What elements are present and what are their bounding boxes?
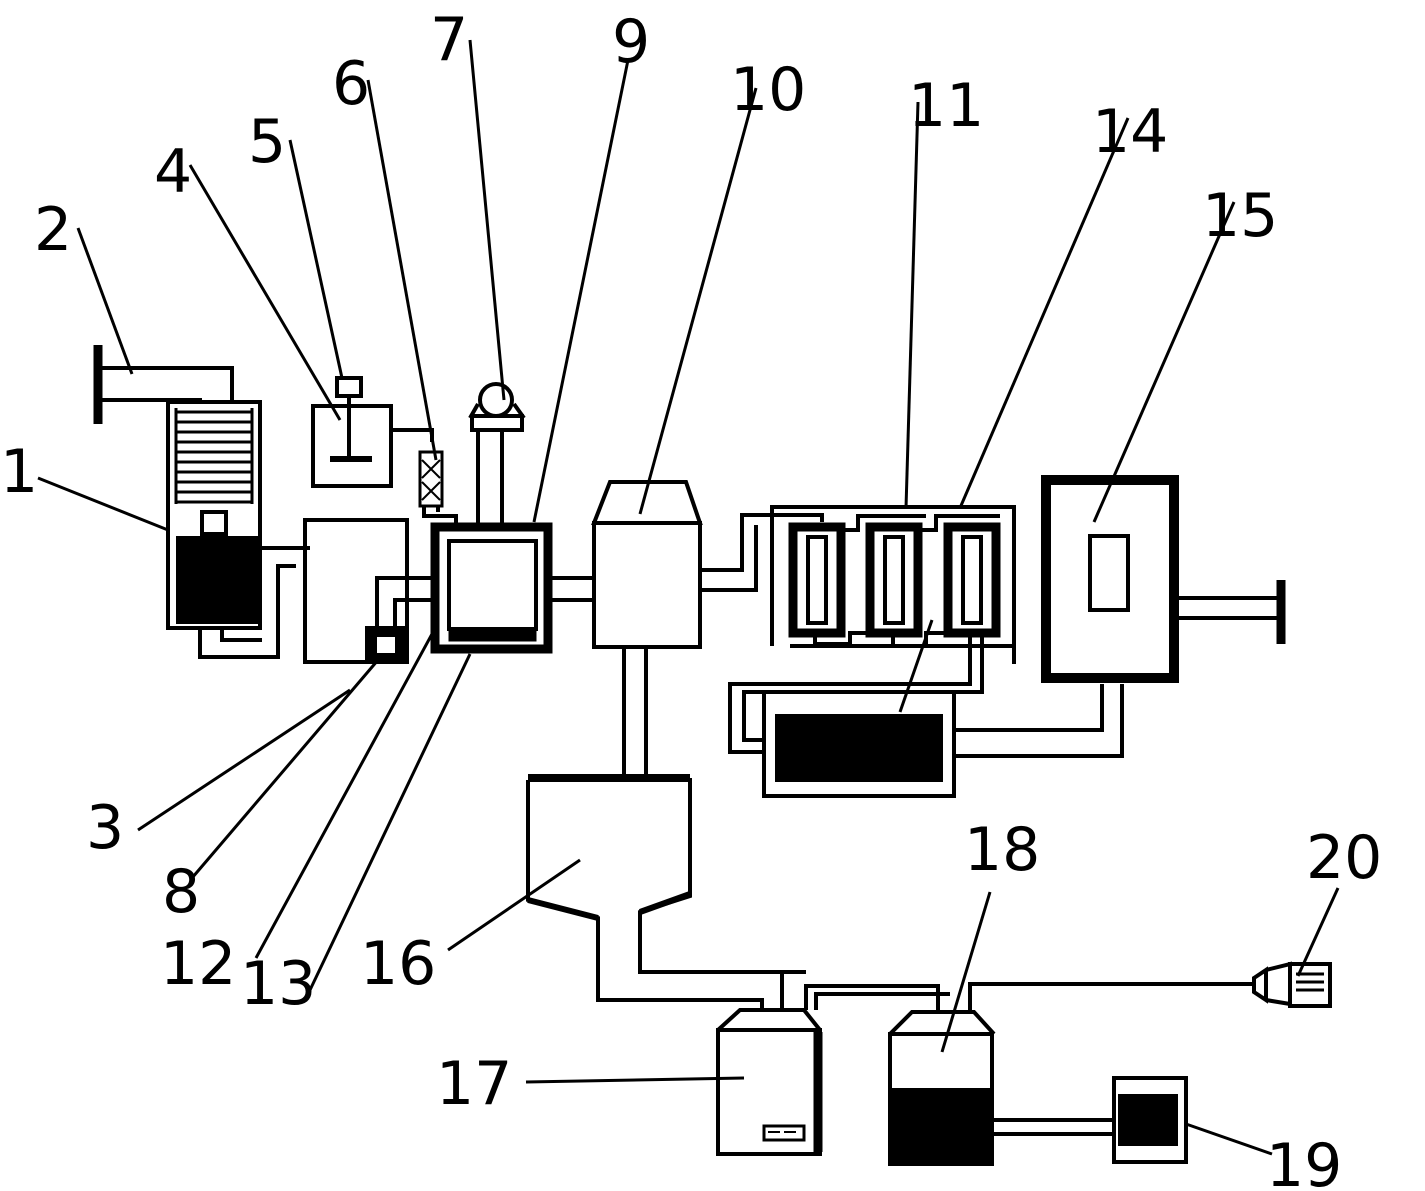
label-15: 15 (1202, 181, 1278, 251)
label-14: 14 (1092, 97, 1168, 167)
label-17: 17 (436, 1049, 512, 1119)
label-8: 8 (162, 857, 200, 927)
label-3: 3 (86, 793, 124, 863)
component-11-column-unit (728, 505, 1016, 754)
label-9: 9 (612, 7, 650, 77)
component-8-pump (365, 576, 434, 664)
label-12: 12 (160, 929, 236, 999)
component-20-outlet-nozzle (1252, 961, 1332, 1008)
label-20: 20 (1306, 823, 1382, 893)
component-3-box (303, 518, 409, 664)
label-6: 6 (332, 49, 370, 119)
component-14-exchanger (762, 684, 1124, 798)
label-13: 13 (240, 949, 316, 1019)
leader-lines (37, 39, 1340, 1156)
component-16-settling-tank (526, 774, 806, 1010)
label-10: 10 (730, 55, 806, 125)
label-5: 5 (248, 107, 286, 177)
component-19-pump-box (1112, 1076, 1188, 1164)
number-labels: 1 2 3 4 5 6 7 8 9 10 11 12 13 14 15 16 1… (0, 5, 1382, 1191)
component-18-storage-tank (888, 982, 1254, 1166)
component-17-collection-tank (716, 984, 950, 1156)
label-11: 11 (908, 71, 984, 141)
label-16: 16 (360, 929, 436, 999)
component-1-stacked-unit (166, 400, 310, 659)
label-18: 18 (964, 815, 1040, 885)
component-4-mixing-tank (311, 376, 434, 488)
component-15-cabinet (1041, 475, 1286, 683)
label-7: 7 (430, 5, 468, 75)
label-1: 1 (0, 437, 38, 507)
component-9-reactor (430, 522, 594, 654)
label-2: 2 (34, 195, 72, 265)
component-7-chimney (468, 382, 526, 530)
label-4: 4 (154, 137, 192, 207)
label-19: 19 (1266, 1131, 1342, 1191)
component-6-valve (418, 450, 458, 526)
component-10-separator (591, 480, 824, 778)
